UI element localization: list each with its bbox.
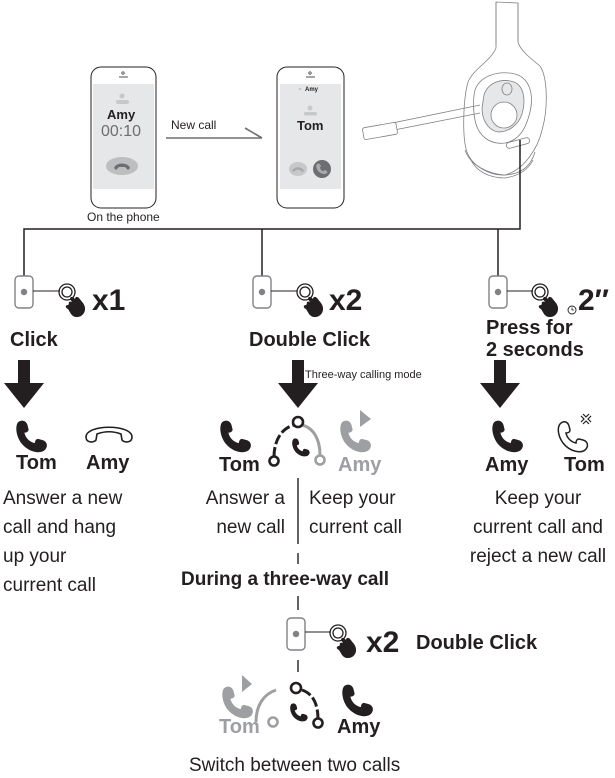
phone-new-call [276,66,345,209]
press-hand-icon [296,283,324,318]
caller-label: Tom [16,452,57,474]
phone-hangup-icon [85,426,133,443]
connector-lines [23,140,521,276]
press-hand-icon [531,283,559,318]
caller-label: Tom [219,716,260,738]
caller-label: Amy [485,454,529,476]
phone-answer-icon [16,420,47,453]
press-count: x1 [92,284,126,317]
action-description: Switch between two calls [189,755,401,776]
action-label: Click [10,329,58,351]
phone-hold-icon [222,675,253,719]
phone-hold-icon [340,410,371,453]
new-call-label: New call [171,118,217,132]
headset-button-long-press [488,275,508,309]
phone-answer-icon [220,420,251,453]
clock-icon [567,305,577,315]
phone-answer-icon [342,684,373,717]
headset-illustration [362,1,547,179]
phone-on-call [90,66,157,209]
down-arrow-icon [278,360,318,408]
press-hand-icon [329,624,357,659]
mode-label: Three-way calling mode [305,369,422,381]
three-way-switch-icon [254,681,324,729]
phone-caller-name: Amy [107,107,136,122]
press-hand-icon [58,283,86,318]
action-label: Press for 2 seconds [486,317,584,361]
caller-label: Amy [338,454,382,476]
action-description: Keep your current call and reject a new … [469,488,607,567]
down-arrow-icon [4,360,44,408]
press-duration: 2″ [578,284,610,317]
down-arrow-icon [480,360,520,408]
action-label: Double Click [249,329,371,351]
press-count: x2 [329,284,363,317]
held-caller-name: Amy [305,87,319,93]
press-count: x2 [366,626,400,659]
phone-reject-icon [557,413,592,453]
action-label: Double Click [416,632,538,654]
caller-label: Tom [564,454,605,476]
new-call-arrow [166,127,263,139]
headset-button-click [14,275,34,309]
caller-label: Amy [337,716,381,738]
headset-button-double-click [252,275,272,309]
action-description: Answer a new call and hang up your curre… [3,488,123,596]
section-heading: During a three-way call [181,569,390,590]
phone-caption: On the phone [87,210,160,224]
caller-label: Amy [86,452,130,474]
headset-button-three-way [286,617,306,651]
incoming-caller-name: Tom [297,118,324,133]
phone-answer-icon [492,420,523,453]
call-timer: 00:10 [101,123,142,140]
caller-label: Tom [219,454,260,476]
action-description-left: Answer a new call [205,488,285,538]
action-description-right: Keep your current call [309,488,402,538]
three-way-switch-icon [268,415,326,467]
